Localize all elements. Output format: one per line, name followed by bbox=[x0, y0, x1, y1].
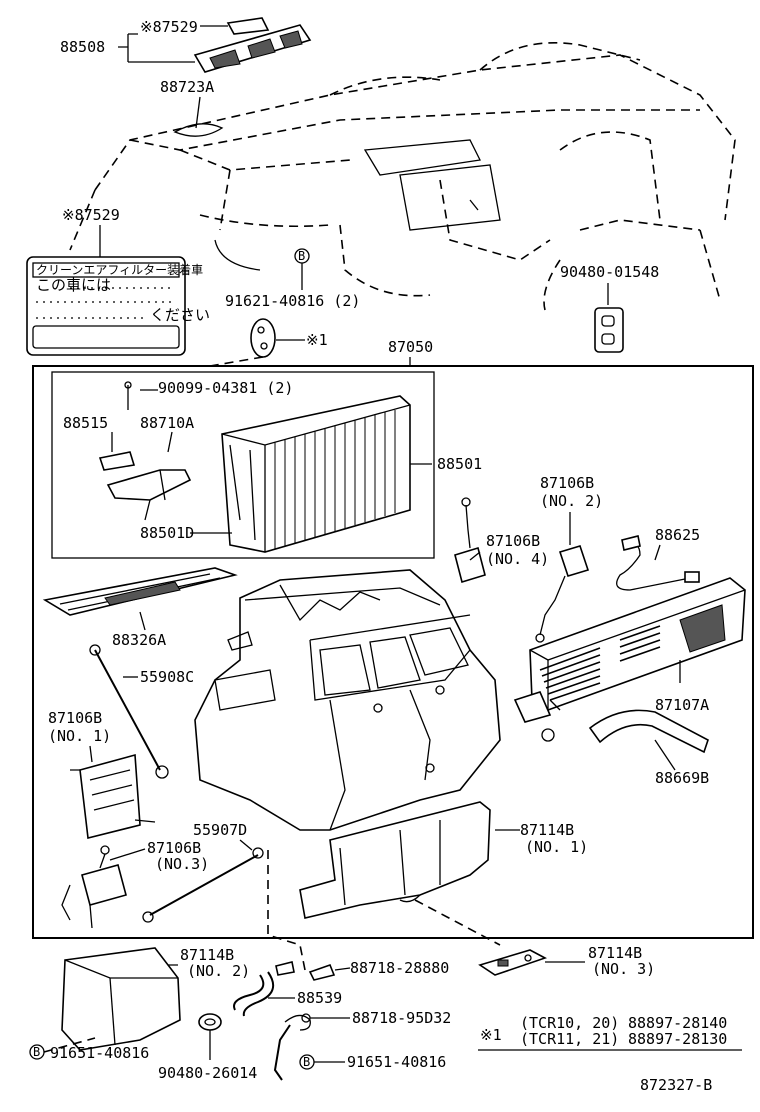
wire-88625 bbox=[616, 535, 700, 591]
svg-text:B: B bbox=[298, 249, 305, 263]
label-90480-26014: 90480-26014 bbox=[158, 1064, 257, 1082]
sticker-label: クリーンエアフィルター装着車 この車には ください bbox=[26, 256, 210, 356]
label-88508: 88508 bbox=[60, 38, 105, 56]
label-87114B-no1: 87114B bbox=[520, 821, 574, 839]
rod-55908C bbox=[89, 644, 169, 779]
screw-b-circle-top: B bbox=[294, 248, 310, 264]
filter-88508 bbox=[118, 17, 312, 73]
label-91651-right: 91651-40816 bbox=[347, 1053, 446, 1071]
footnote-model-2: (TCR11, 21) bbox=[520, 1030, 619, 1048]
label-87107A: 87107A bbox=[655, 696, 709, 714]
label-87050: 87050 bbox=[388, 338, 433, 356]
label-88326A: 88326A bbox=[112, 631, 166, 649]
svg-text:B: B bbox=[303, 1055, 310, 1069]
grommet-plate bbox=[594, 307, 624, 353]
screw-b-circle-right: B bbox=[299, 1054, 315, 1070]
label-87114B-no3-sub: (NO. 3) bbox=[592, 960, 655, 978]
footnote-table: ※1 (TCR10, 20) 88897-28140 (TCR11, 21) 8… bbox=[478, 1014, 742, 1051]
label-87114B-no2: 87114B bbox=[180, 946, 234, 964]
drain-hose-88718-95D32 bbox=[273, 1013, 311, 1081]
label-filter-star: ※87529 bbox=[140, 18, 198, 36]
label-90480-01548: 90480-01548 bbox=[560, 263, 659, 281]
label-55908C: 55908C bbox=[140, 668, 194, 686]
svg-text:B: B bbox=[33, 1045, 40, 1059]
sticker-title: クリーンエアフィルター装着車 bbox=[36, 262, 203, 277]
label-87106B-no3-sub: (NO.3) bbox=[155, 855, 209, 873]
label-88501D: 88501D bbox=[140, 524, 194, 542]
diagram-id: 872327-B bbox=[640, 1076, 712, 1094]
heater-case-unit bbox=[194, 569, 501, 831]
label-88501: 88501 bbox=[437, 455, 482, 473]
label-88718-95D32: 88718-95D32 bbox=[352, 1009, 451, 1027]
sticker-line1: この車には bbox=[36, 276, 111, 294]
dashboard-outline bbox=[69, 42, 736, 311]
label-91651-left: 91651-40816 bbox=[50, 1044, 149, 1062]
footnote-part-2: 88897-28130 bbox=[628, 1030, 727, 1048]
grommet-90480-26014 bbox=[198, 1013, 222, 1031]
label-55907D: 55907D bbox=[193, 821, 247, 839]
label-87114B-no1-sub: (NO. 1) bbox=[525, 838, 588, 856]
seal-gasket bbox=[250, 318, 276, 358]
duct-87114B-no3 bbox=[478, 949, 548, 976]
bracket-88515 bbox=[98, 451, 192, 521]
rod-55907D bbox=[142, 847, 264, 923]
hose-88539 bbox=[233, 971, 275, 1017]
label-88625: 88625 bbox=[655, 526, 700, 544]
label-87106B-no4-sub: (NO. 4) bbox=[486, 550, 549, 568]
evaporator-subframe bbox=[51, 371, 435, 559]
sensor-87106B-no4 bbox=[454, 497, 486, 584]
label-87106B-no2-sub: (NO. 2) bbox=[540, 492, 603, 510]
label-88710A: 88710A bbox=[140, 414, 194, 432]
footnote-mark: ※1 bbox=[480, 1026, 502, 1044]
clip-88718-28880 bbox=[275, 961, 336, 981]
footnote-model-1: (TCR10, 20) bbox=[520, 1014, 619, 1032]
label-88723A: 88723A bbox=[160, 78, 214, 96]
label-87114B-no3: 87114B bbox=[588, 944, 642, 962]
label-87106B-no3: 87106B bbox=[147, 839, 201, 857]
label-87106B-no2: 87106B bbox=[540, 474, 594, 492]
duct-87114B-no1 bbox=[299, 801, 491, 919]
label-88539: 88539 bbox=[297, 989, 342, 1007]
cover-88326A bbox=[42, 567, 238, 616]
label-88515: 88515 bbox=[63, 414, 108, 432]
actuator-87106B-no3 bbox=[61, 845, 127, 929]
sensor-87106B-no2 bbox=[535, 545, 590, 643]
servo-87106B-no1 bbox=[70, 753, 156, 839]
label-90099: 90099-04381 (2) bbox=[158, 379, 293, 397]
hose-88669B bbox=[513, 691, 709, 754]
heater-core-87107A bbox=[529, 577, 746, 711]
evaporator-core bbox=[221, 395, 411, 553]
label-x1-ref: ※1 bbox=[306, 331, 328, 349]
label-91621: 91621-40816 (2) bbox=[225, 292, 360, 310]
label-87106B-no1: 87106B bbox=[48, 709, 102, 727]
label-88718-28880: 88718-28880 bbox=[350, 959, 449, 977]
label-87106B-no4: 87106B bbox=[486, 532, 540, 550]
label-sticker-star: ※87529 bbox=[62, 206, 120, 224]
label-88669B: 88669B bbox=[655, 769, 709, 787]
footnote-part-1: 88897-28140 bbox=[628, 1014, 727, 1032]
assembly-frame-87050 bbox=[32, 365, 754, 939]
label-87114B-no2-sub: (NO. 2) bbox=[187, 962, 250, 980]
screw-b-circle-left: B bbox=[29, 1044, 45, 1060]
duct-87114B-no2 bbox=[61, 947, 181, 1051]
label-87106B-no1-sub: (NO. 1) bbox=[48, 727, 111, 745]
sticker-line2: ください bbox=[150, 306, 210, 324]
